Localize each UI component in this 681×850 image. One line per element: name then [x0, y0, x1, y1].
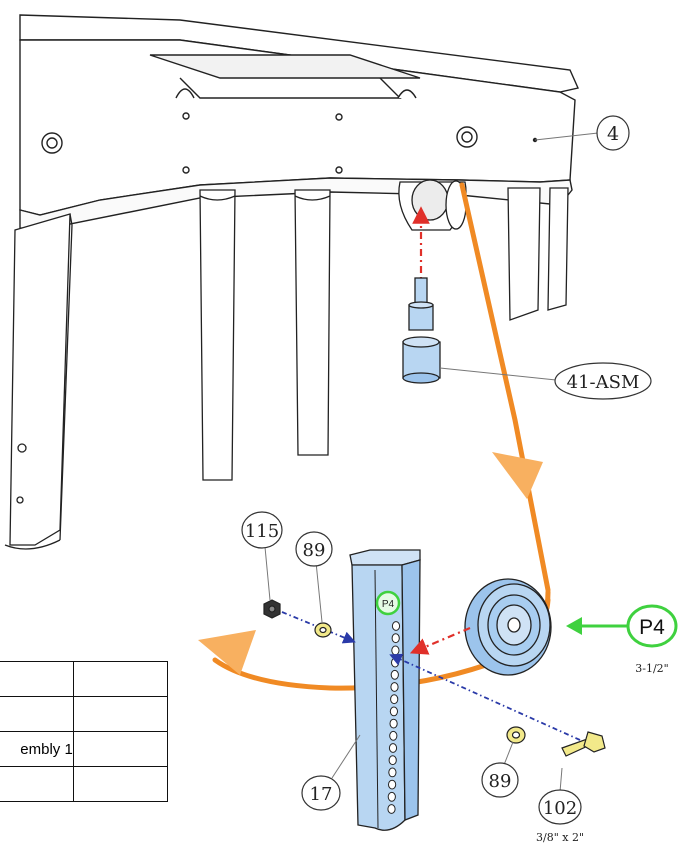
- p4-small-badge: P4: [375, 590, 401, 616]
- svg-text:41-ASM: 41-ASM: [567, 372, 640, 393]
- callout-41-asm: 41-ASM: [554, 362, 652, 400]
- table-cell: [0, 661, 74, 697]
- callout-115: 115: [241, 511, 283, 549]
- upright-hole: [391, 621, 401, 631]
- upright-hole: [389, 730, 398, 741]
- upright-hole: [388, 755, 397, 766]
- table-cell: [72, 731, 169, 767]
- bolt-size-label: 3/8" x 2": [536, 831, 584, 844]
- svg-text:4: 4: [607, 123, 619, 145]
- table-cell: [72, 661, 169, 697]
- callout-89-left: 89: [295, 531, 333, 567]
- upright-hole: [387, 791, 396, 802]
- upright-hole: [389, 718, 398, 729]
- part-41-asm: [402, 206, 441, 384]
- upright-hole: [390, 682, 399, 692]
- table-row: [0, 766, 169, 802]
- p4-arrow-icon: [566, 617, 628, 635]
- cable-arrow-left-icon: [198, 630, 256, 675]
- table-cell: [0, 696, 74, 732]
- pulley-size-label: 3-1/2": [635, 662, 668, 675]
- upright-hole: [388, 743, 398, 753]
- top-pulley-bracket: [398, 179, 467, 231]
- pulley-guide-arrow: [409, 626, 471, 655]
- svg-text:102: 102: [543, 798, 577, 819]
- leader-lines: [264, 132, 599, 793]
- callout-102: 102: [538, 789, 582, 825]
- svg-text:P4: P4: [639, 616, 665, 639]
- upright-hole: [391, 657, 400, 668]
- svg-text:89: 89: [489, 771, 512, 792]
- table-cell: [72, 696, 169, 732]
- upright-hole: [391, 633, 400, 644]
- upright-hole: [387, 804, 396, 814]
- upright-hole: [389, 706, 398, 717]
- upright-hole: [388, 779, 397, 790]
- callout-89-right: 89: [481, 762, 519, 798]
- upright-hole: [391, 645, 400, 656]
- p4-badge: P4: [626, 604, 678, 648]
- table-row: [0, 661, 169, 697]
- upright-hole: [390, 694, 399, 705]
- callout-17: 17: [301, 775, 341, 811]
- frame-uprights: [4, 187, 569, 550]
- parts-table: embly 1: [0, 661, 169, 802]
- callout-4: 4: [596, 115, 630, 151]
- upright-hole: [388, 767, 397, 778]
- table-row: embly 1: [0, 731, 169, 767]
- cable-arrow-down-icon: [492, 452, 543, 499]
- upright-hole: [390, 669, 399, 680]
- table-cell: [0, 766, 74, 802]
- hardware: [263, 599, 606, 757]
- table-cell: embly 1: [0, 731, 74, 767]
- pulley-p4: [464, 578, 552, 676]
- svg-text:115: 115: [245, 521, 279, 542]
- svg-text:P4: P4: [382, 599, 395, 610]
- table-row: [0, 696, 169, 732]
- upright-holes: [387, 621, 401, 814]
- svg-text:89: 89: [303, 540, 326, 561]
- table-cell: [72, 766, 169, 802]
- svg-text:17: 17: [310, 784, 333, 805]
